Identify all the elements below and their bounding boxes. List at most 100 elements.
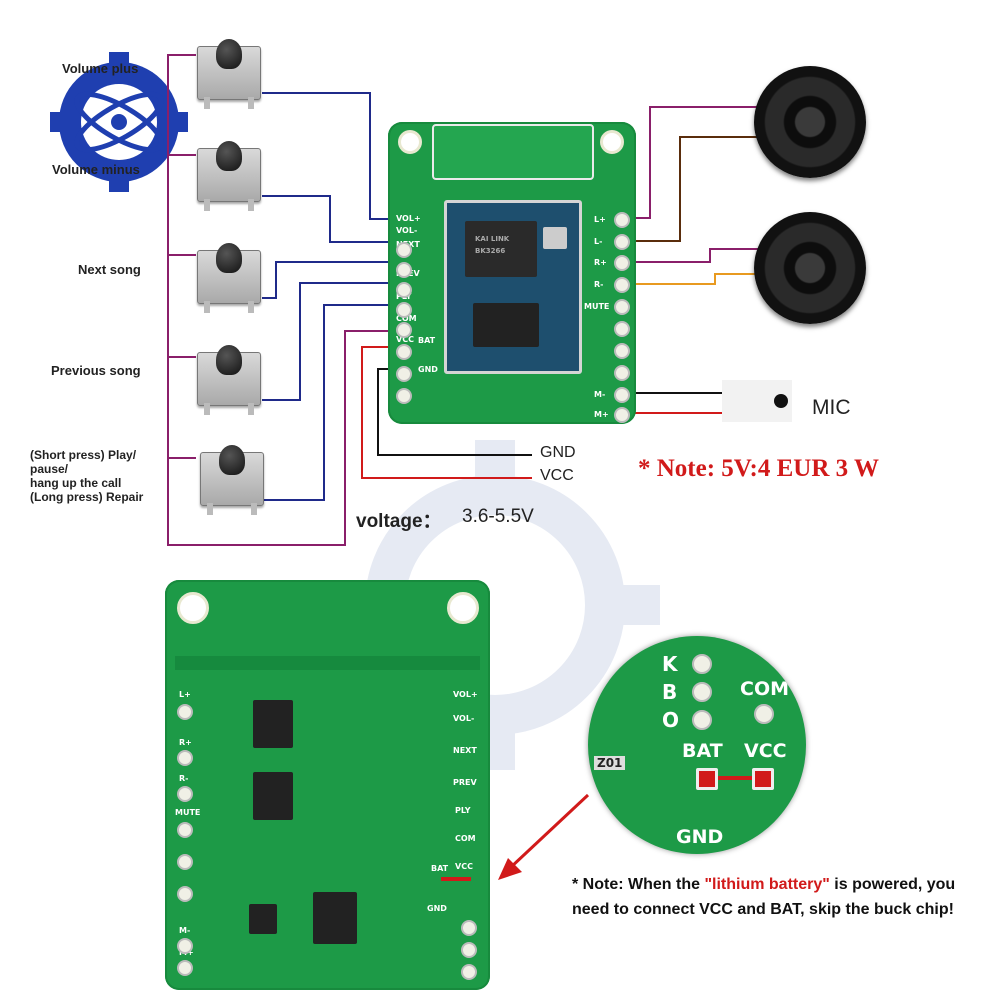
amp-chip-2 <box>253 772 293 820</box>
zoom-o: O <box>662 708 680 732</box>
bpin-bat: BAT <box>431 864 449 873</box>
bpin-mute: MUTE <box>175 808 201 817</box>
bt-module: KAI LINK BK3266 <box>444 200 582 374</box>
pin-l-plus: L+ <box>594 215 606 224</box>
pad <box>396 322 412 338</box>
amp-chip-1 <box>253 700 293 748</box>
bat-vcc-jumper <box>441 877 471 881</box>
pad <box>177 822 193 838</box>
zoom-pad <box>692 682 712 702</box>
pad <box>396 366 412 382</box>
speaker-right <box>754 212 866 324</box>
module-model: BK3266 <box>475 247 506 255</box>
pin-vcc: VCC <box>396 335 414 344</box>
pad <box>614 212 630 228</box>
regulator-chip <box>313 892 357 944</box>
pin-vol-minus: VOL- <box>396 226 418 235</box>
bpin-r-minus: R- <box>179 774 189 783</box>
zoom-pad <box>692 710 712 730</box>
pad <box>177 750 193 766</box>
pad <box>177 960 193 976</box>
bpin-l-plus: L+ <box>179 690 191 699</box>
pin-com: COM <box>396 314 417 323</box>
pad <box>396 302 412 318</box>
pad <box>177 938 193 954</box>
atom-logo-icon <box>50 52 188 192</box>
pad <box>614 343 630 359</box>
main-chip: KAI LINK BK3266 <box>465 221 537 277</box>
bpin-ply: PLY <box>455 806 471 815</box>
bpin-r-plus: R+ <box>179 738 192 747</box>
pin-m-minus: M- <box>594 390 606 399</box>
speaker-left <box>754 66 866 178</box>
label-volume-plus: Volume plus <box>62 61 139 76</box>
pad <box>396 344 412 360</box>
pad <box>396 242 412 258</box>
bpin-com: COM <box>455 834 476 843</box>
bpin-vol-plus: VOL+ <box>453 690 478 699</box>
bpin-vol-minus: VOL- <box>453 714 475 723</box>
pin-r-minus: R- <box>594 280 604 289</box>
pin-m-plus: M+ <box>594 410 609 419</box>
note-bottom-suffix: is powered, you need to connect VCC and … <box>572 876 956 918</box>
pad <box>461 920 477 936</box>
module-brand: KAI LINK <box>475 235 510 243</box>
pad <box>396 388 412 404</box>
zoom-k: K <box>662 652 678 676</box>
zoom-bat-pad <box>696 768 718 790</box>
note-bottom-highlight: "lithium battery" <box>704 876 830 893</box>
note-top: * Note: 5V:4 EUR 3 W <box>638 455 879 482</box>
zoom-pad <box>692 654 712 674</box>
mount-hole <box>398 130 422 154</box>
pin-bat: BAT <box>418 336 436 345</box>
header-strip <box>175 656 480 670</box>
note-bottom: * Note: When the "lithium battery" is po… <box>572 872 962 922</box>
pad <box>614 255 630 271</box>
mic-icon <box>774 394 788 408</box>
pin-r-plus: R+ <box>594 258 607 267</box>
pad <box>614 321 630 337</box>
mic-label: MIC <box>812 396 851 419</box>
label-previous-song: Previous song <box>51 363 141 378</box>
pin-vol-plus: VOL+ <box>396 214 421 223</box>
zoom-vcc-pad <box>752 768 774 790</box>
antenna-area <box>432 124 594 180</box>
gnd-label: GND <box>540 444 576 461</box>
pad <box>614 387 630 403</box>
pad <box>177 704 193 720</box>
zoom-chip-label: Z01 <box>594 756 626 770</box>
bpin-vcc: VCC <box>455 862 473 871</box>
pad <box>177 854 193 870</box>
mount-hole <box>177 592 209 624</box>
top-pcb-board: KAI LINK BK3266 VOL+ VOL- NEXT PREV PLY … <box>388 122 636 424</box>
transistor-chip <box>249 904 277 934</box>
bottom-pcb-board: L+ R+ R- MUTE M- M+ VOL+ VOL- NEXT PREV … <box>165 580 490 990</box>
pad <box>461 964 477 980</box>
pad <box>177 886 193 902</box>
label-volume-minus: Volume minus <box>52 162 140 177</box>
zoom-bat: BAT <box>682 740 723 762</box>
bpin-next: NEXT <box>453 746 477 755</box>
zoom-bat-vcc-jumper <box>706 776 758 780</box>
voltage-value: 3.6-5.5V <box>462 506 534 527</box>
zoom-gnd: GND <box>676 826 724 848</box>
bpin-prev: PREV <box>453 778 477 787</box>
zoom-b: B <box>662 680 678 704</box>
mount-hole <box>447 592 479 624</box>
zoom-com: COM <box>740 678 790 700</box>
pin-gnd: GND <box>418 365 438 374</box>
flash-chip <box>473 303 539 347</box>
pad <box>614 365 630 381</box>
pad <box>614 234 630 250</box>
crystal <box>543 227 567 249</box>
pad <box>614 277 630 293</box>
pad <box>614 407 630 423</box>
zoom-pad <box>754 704 774 724</box>
pin-l-minus: L- <box>594 237 603 246</box>
pad <box>177 786 193 802</box>
mount-hole <box>600 130 624 154</box>
pad <box>614 299 630 315</box>
zoom-detail-circle: K B O COM BAT VCC GND Z01 <box>588 636 806 854</box>
note-bottom-prefix: * Note: When the <box>572 876 705 893</box>
label-next-song: Next song <box>78 262 141 277</box>
